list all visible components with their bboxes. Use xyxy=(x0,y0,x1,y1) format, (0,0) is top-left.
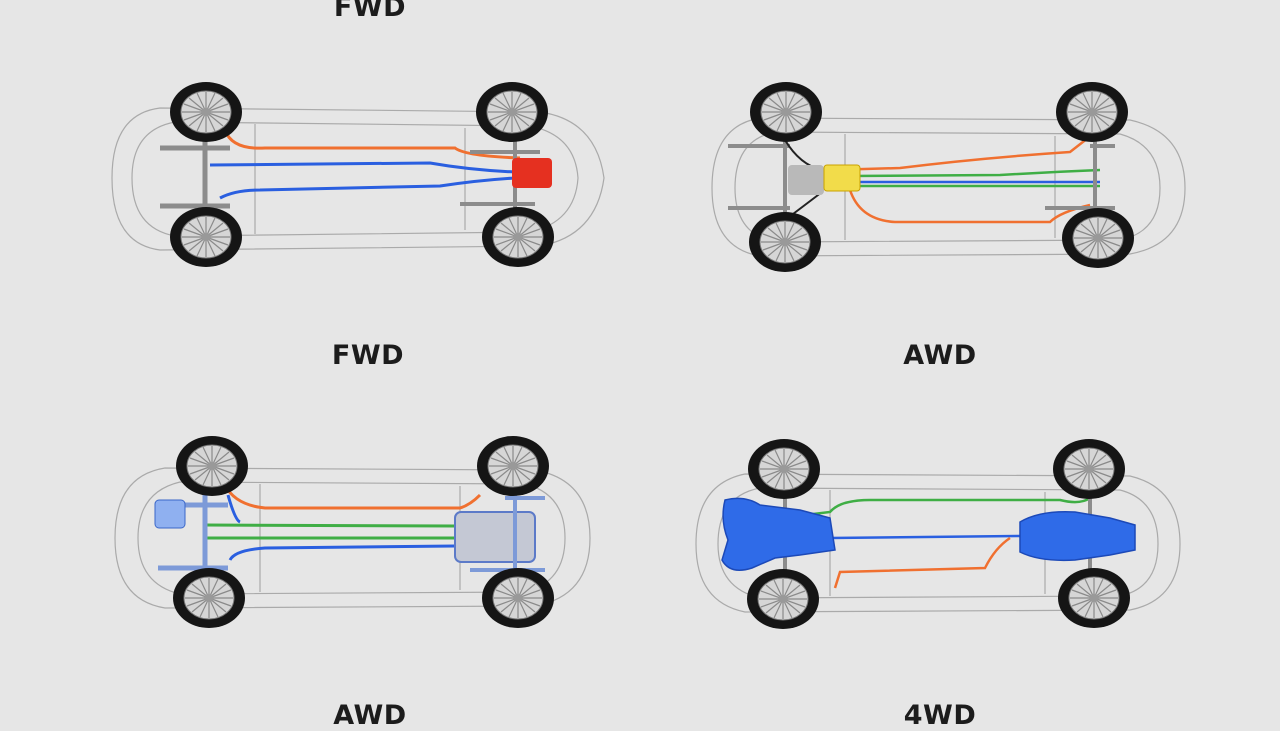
wheel-rear-left xyxy=(1055,81,1129,143)
wheel-rear-right xyxy=(1061,207,1135,269)
rear-drive-unit xyxy=(454,511,536,563)
wheel-front-left xyxy=(175,435,249,497)
drivetrain-label-awd: AWD xyxy=(903,340,977,371)
front-differential xyxy=(154,499,186,529)
drive-lines xyxy=(204,484,482,561)
wheel-rear-right xyxy=(481,206,555,268)
wheel-rear-left xyxy=(1052,438,1126,500)
wheel-front-left xyxy=(747,438,821,500)
drivetrain-label-fwd: FWD xyxy=(331,340,405,371)
engine-block xyxy=(788,165,824,195)
wheel-rear-left xyxy=(476,435,550,497)
wheel-front-right xyxy=(746,568,820,630)
wheel-front-right xyxy=(172,567,246,629)
wheel-rear-right xyxy=(481,567,555,629)
wheel-rear-left xyxy=(475,81,549,143)
drive-lines xyxy=(804,496,1091,589)
wheel-front-left xyxy=(169,81,243,143)
transfer-case xyxy=(823,164,861,192)
car-diagram-bottom-right xyxy=(695,438,1181,630)
wheel-front-left xyxy=(749,81,823,143)
wheel-front-right xyxy=(748,211,822,273)
drivetrain-label-fwd-top: FWD xyxy=(333,0,407,23)
transaxle-unit xyxy=(512,158,552,188)
car-diagram-top-left xyxy=(111,81,605,268)
wheel-rear-right xyxy=(1057,567,1131,629)
car-diagram-top-right xyxy=(711,81,1186,273)
car-diagram-bottom-left xyxy=(114,435,591,629)
wheel-front-right xyxy=(169,206,243,268)
drive-lines xyxy=(209,129,521,200)
rear-drive-unit xyxy=(1019,510,1136,562)
front-drive-unit xyxy=(721,497,836,571)
